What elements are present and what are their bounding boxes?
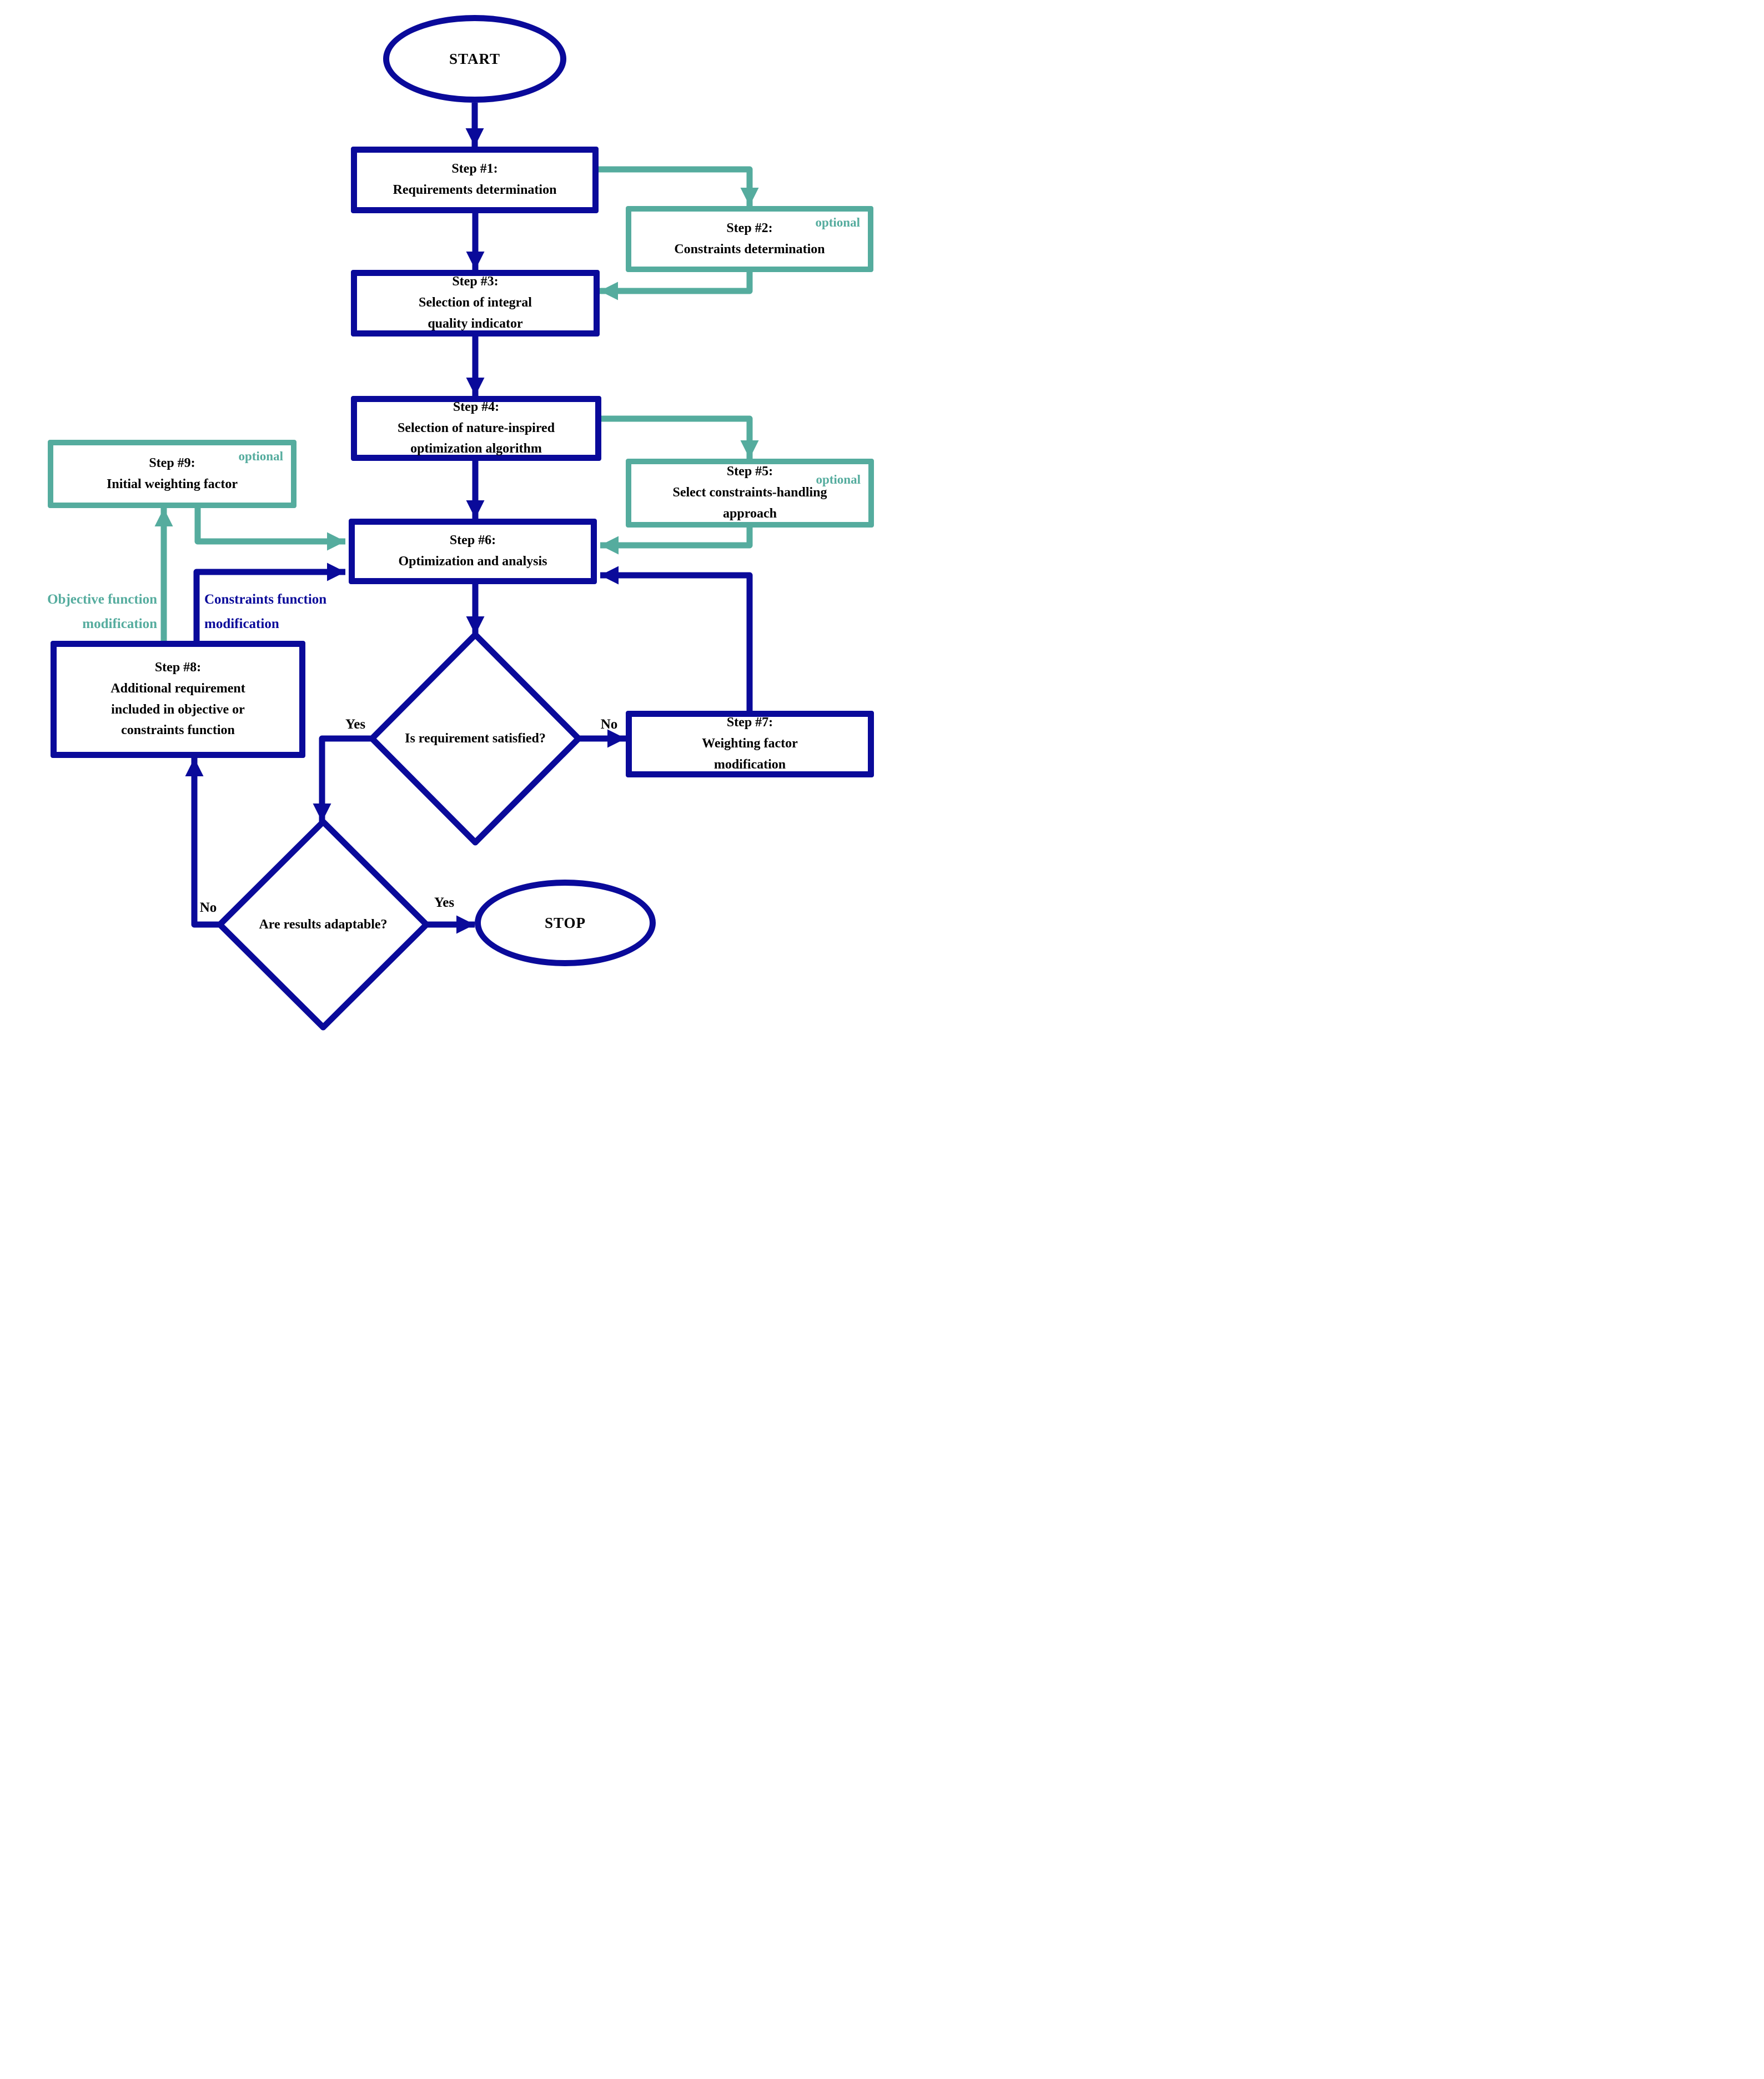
stop-node: STOP (475, 880, 656, 966)
node-step2-text: Step #2: Constraints determination (674, 220, 825, 257)
edge-step1-step2 (599, 166, 759, 206)
node-step8-text: Step #8: Additional requirement included… (110, 660, 245, 738)
edge-step2-step3 (600, 272, 753, 300)
decision-2-label: Are results adaptable? (259, 917, 388, 932)
edge-step8-step6 (193, 563, 345, 641)
decision-2-shape (217, 818, 430, 1031)
node-step6-text: Step #6: Optimization and analysis (398, 533, 547, 569)
label-d1-no: No (600, 717, 618, 732)
node-step5-text: Step #5: Select constraints-handling app… (672, 464, 827, 521)
node-step8: Step #8: Additional requirement included… (51, 641, 305, 758)
stop-label: STOP (544, 914, 586, 931)
label-d2-yes: Yes (434, 895, 455, 910)
label-objective-modification: Objective function modification (47, 592, 157, 631)
optional-tag-step2: optional (815, 215, 860, 229)
label-d2-no: No (199, 900, 217, 915)
node-step4: Step #4: Selection of nature-inspired op… (351, 396, 601, 461)
label-d1-yes: Yes (345, 717, 366, 732)
node-step6: Step #6: Optimization and analysis (349, 519, 597, 584)
edge-decision2-no-step8 (185, 758, 220, 928)
decision-1-shape (369, 631, 582, 846)
connectors-svg (154, 103, 759, 1031)
node-step7: Step #7: Weighting factor modification (626, 711, 874, 777)
label-constraints-modification: Constraints function modification (204, 592, 327, 631)
optional-tag-step5: optional (816, 473, 861, 486)
edge-step4-step5 (601, 415, 759, 459)
node-step7-text: Step #7: Weighting factor modification (702, 715, 798, 772)
node-step5: optional Step #5: Select constraints-han… (626, 459, 874, 528)
node-step1-text: Step #1: Requirements determination (393, 162, 557, 197)
start-node: START (383, 15, 566, 103)
node-step4-text: Step #4: Selection of nature-inspired op… (397, 399, 555, 456)
decision-1-label: Is requirement satisfied? (405, 731, 546, 746)
edge-step7-step6 (600, 566, 753, 711)
node-step3: Step #3: Selection of integral quality i… (351, 270, 600, 337)
edge-step5-step6 (600, 528, 753, 555)
node-step2: optional Step #2: Constraints determinat… (626, 206, 873, 272)
node-step3-text: Step #3: Selection of integral quality i… (419, 274, 532, 331)
node-step1: Step #1: Requirements determination (351, 147, 599, 213)
node-step9: optional Step #9: Initial weighting fact… (48, 440, 296, 508)
start-label: START (449, 50, 501, 67)
edge-step9-step6 (194, 508, 345, 551)
edge-decision1-yes (313, 735, 372, 822)
flowchart-canvas: START STOP Step #1: Requirements determi… (0, 0, 882, 1040)
node-step9-text: Step #9: Initial weighting factor (107, 455, 238, 491)
optional-tag-step9: optional (238, 449, 283, 463)
